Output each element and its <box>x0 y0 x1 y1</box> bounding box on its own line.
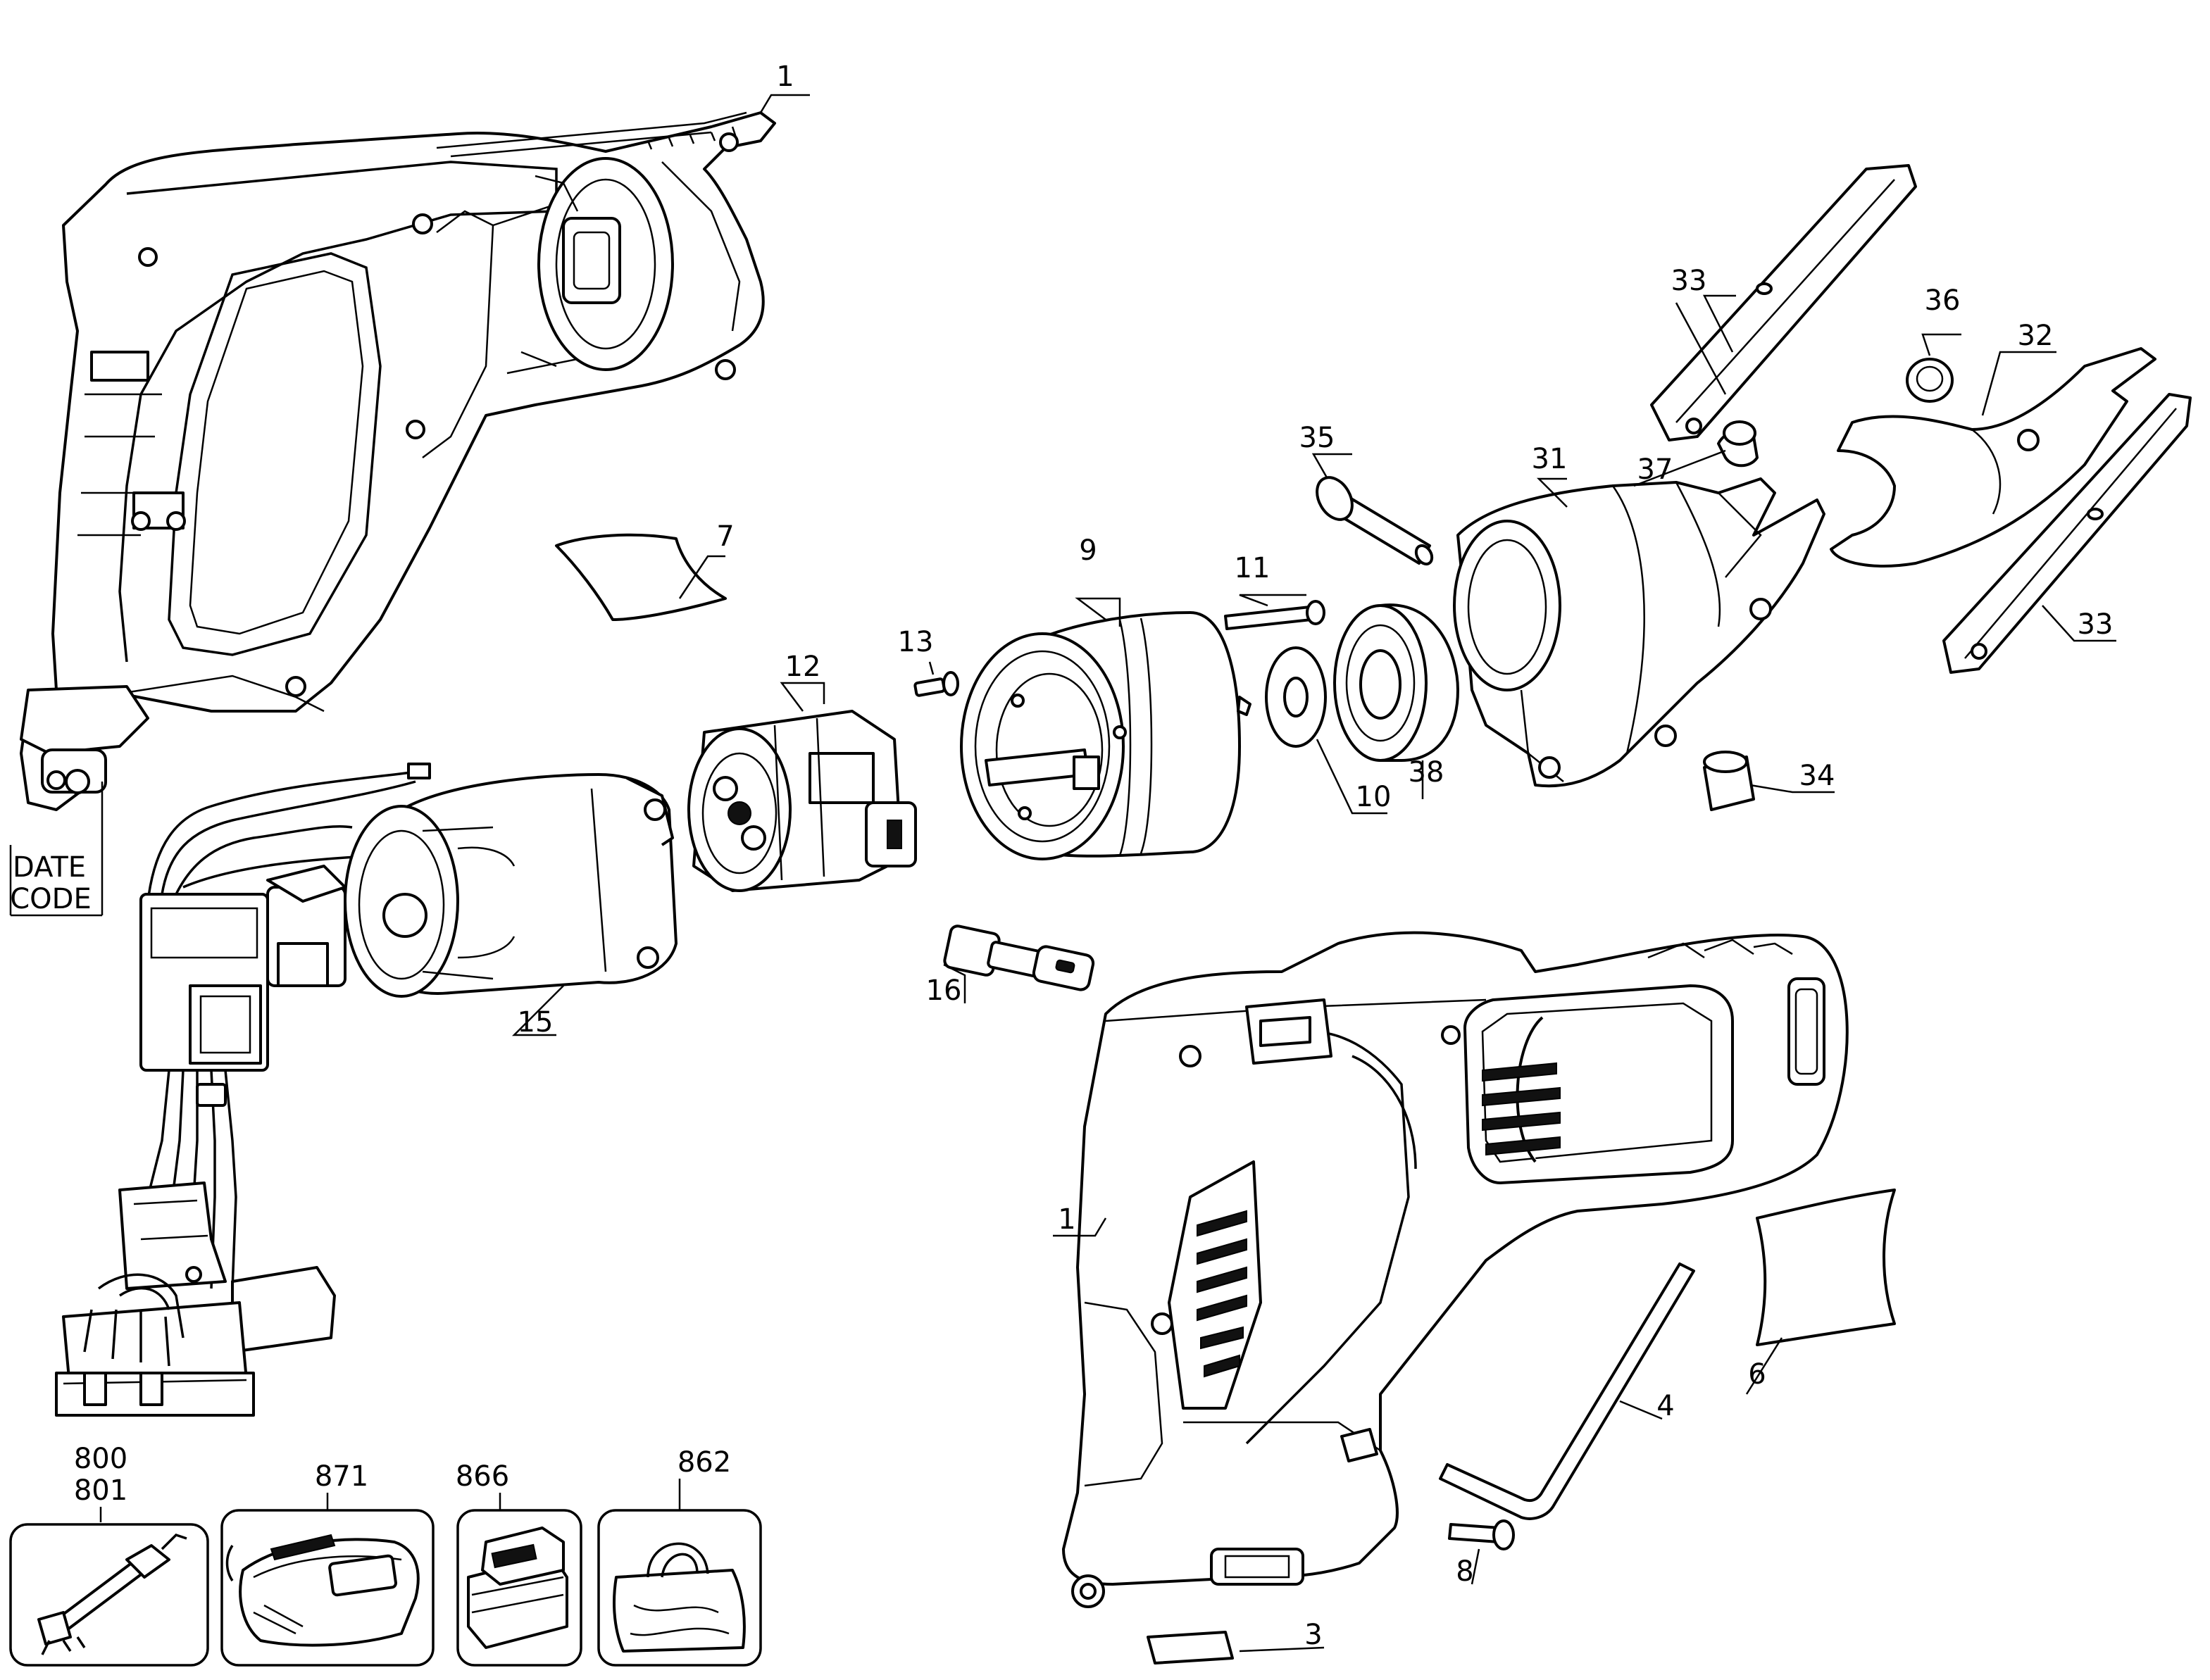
blade-lower-part <box>1942 393 2192 674</box>
callout-35: 35 <box>1299 422 1335 454</box>
assembled-tool-part <box>1062 931 1849 1608</box>
gear-case-part <box>960 611 1251 860</box>
date-code-line2: CODE <box>10 883 92 915</box>
callout-6: 6 <box>1748 1358 1766 1391</box>
callout-13: 13 <box>898 626 934 658</box>
callout-37: 37 <box>1637 453 1673 486</box>
callout-34: 34 <box>1799 760 1835 792</box>
callout-801: 801 <box>74 1474 127 1507</box>
callout-31: 31 <box>1532 443 1568 475</box>
callout-866: 866 <box>456 1460 509 1493</box>
callout-33-bottom: 33 <box>2078 608 2114 641</box>
nut-36-part <box>1906 358 1954 403</box>
motor-part <box>344 773 678 998</box>
charger-box <box>220 1509 435 1667</box>
blade-holder-part <box>1830 347 2156 568</box>
pin-11-part <box>1224 600 1325 630</box>
callout-11: 11 <box>1235 552 1271 584</box>
callout-33-top: 33 <box>1671 265 1707 297</box>
callout-38: 38 <box>1409 756 1444 789</box>
callout-15: 15 <box>518 1006 554 1039</box>
callout-862: 862 <box>678 1446 731 1479</box>
washer-part <box>1265 646 1327 748</box>
callout-800: 800 <box>74 1443 127 1475</box>
hex-key-part <box>1439 1262 1695 1520</box>
callout-3: 3 <box>1304 1619 1322 1651</box>
spacer-34-part <box>1703 751 1755 811</box>
callout-12: 12 <box>785 651 821 683</box>
blade-upper-part <box>1650 164 1917 441</box>
nose-housing-part <box>1453 477 1825 788</box>
housing-half-part <box>20 111 776 811</box>
callout-7: 7 <box>716 520 734 553</box>
shoulder-bolt-part <box>1316 476 1434 566</box>
label-6-part <box>1756 1189 1896 1346</box>
nameplate-part <box>1147 1631 1234 1665</box>
callout-4: 4 <box>1656 1390 1674 1422</box>
screw-8-part <box>1448 1519 1515 1550</box>
callout-labels: 1 7 9 11 35 31 37 33 36 32 33 34 38 10 1… <box>10 61 2113 1651</box>
callout-36: 36 <box>1925 284 1961 317</box>
callout-10: 10 <box>1356 781 1392 813</box>
callout-8: 8 <box>1456 1555 1473 1588</box>
motor-end-part <box>687 710 917 892</box>
bearing-part <box>1333 603 1459 762</box>
callout-16: 16 <box>926 974 962 1007</box>
leader-lines <box>9 94 2116 1653</box>
spacer-37-part <box>1717 420 1759 468</box>
connector-part <box>943 924 1095 991</box>
callout-871: 871 <box>315 1460 368 1493</box>
callout-1-top: 1 <box>776 61 794 93</box>
callout-1-bottom: 1 <box>1058 1203 1075 1236</box>
charger-cord-box <box>9 1523 209 1667</box>
date-code-line1: DATE <box>13 851 86 884</box>
callout-9: 9 <box>1079 534 1097 567</box>
battery-box <box>456 1509 582 1667</box>
callout-32: 32 <box>2018 320 2054 352</box>
bag-box <box>597 1509 762 1667</box>
screw-13-part <box>913 671 959 697</box>
label-7-part <box>555 533 727 621</box>
